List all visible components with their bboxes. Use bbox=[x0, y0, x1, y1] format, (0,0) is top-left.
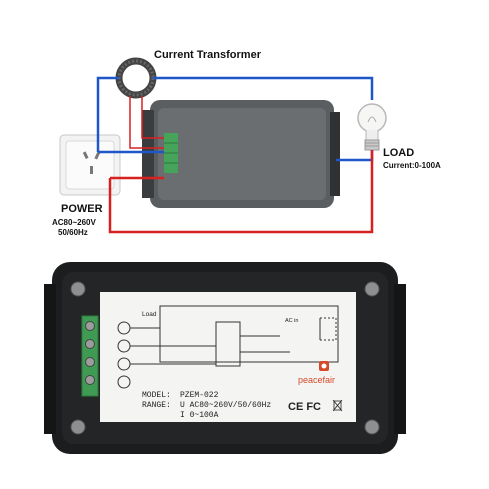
range-voltage: U AC80~260V/50/60Hz bbox=[180, 401, 271, 410]
power-label: POWER bbox=[61, 203, 103, 215]
plate-ac-in-label: AC in bbox=[285, 318, 298, 324]
plate-load-label: Load bbox=[142, 311, 157, 318]
weee-bin-icon bbox=[332, 399, 343, 412]
range-label: RANGE: bbox=[142, 401, 171, 410]
live-wire bbox=[108, 96, 374, 234]
certification-marks: CE FC bbox=[288, 401, 321, 413]
current-transformer bbox=[115, 57, 157, 99]
range-current: I 0~100A bbox=[180, 411, 219, 420]
model-label: MODEL: bbox=[142, 391, 171, 400]
load-label: LOAD bbox=[383, 147, 415, 159]
load-current-range: Current:0-100A bbox=[383, 161, 441, 170]
neutral-wire bbox=[96, 76, 374, 162]
brand-name: peacefair bbox=[298, 375, 335, 385]
meter-module bbox=[142, 100, 340, 208]
power-frequency: 50/60Hz bbox=[58, 228, 88, 237]
terminal-block bbox=[164, 133, 178, 173]
current-transformer-label: Current Transformer bbox=[154, 49, 261, 61]
power-voltage: AC80~260V bbox=[52, 218, 96, 227]
load-bulb bbox=[357, 103, 387, 151]
model-value: PZEM-022 bbox=[180, 391, 219, 400]
meter-front-panel: Load AC in peacefair MODEL: PZEM-022 RAN… bbox=[44, 262, 406, 454]
brand-logo bbox=[319, 361, 329, 371]
